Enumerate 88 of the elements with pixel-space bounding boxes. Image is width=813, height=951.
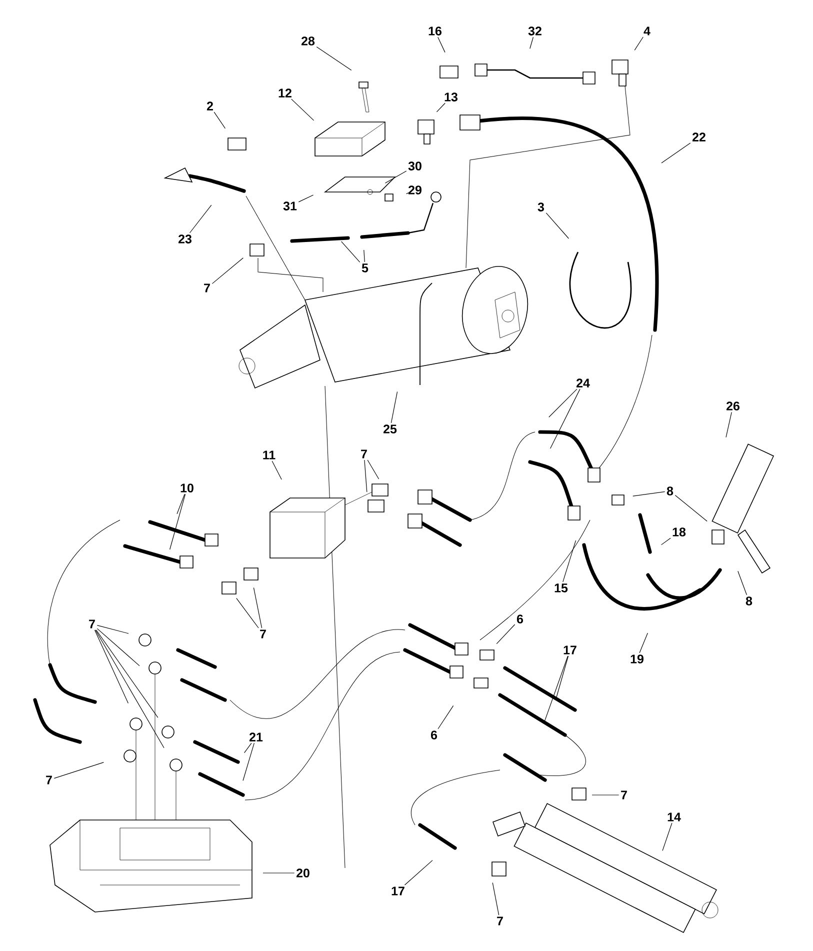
callout-number: 4 (644, 26, 650, 36)
leader-line (404, 860, 433, 886)
callout-number: 21 (249, 732, 263, 742)
leader-line (634, 36, 644, 50)
callout-number: 25 (383, 424, 397, 434)
callout-number: 29 (408, 186, 422, 194)
callout-number: 5 (362, 264, 368, 272)
leader-line (661, 142, 691, 164)
callout-number: 22 (692, 132, 706, 142)
callout-number: 17 (392, 886, 404, 896)
leader-line (54, 762, 104, 779)
callout-number: 30 (408, 162, 422, 170)
leader-line (726, 412, 732, 438)
callout-number: 7 (621, 790, 627, 800)
callout-number: 32 (528, 26, 542, 36)
callout-number: 19 (630, 654, 644, 664)
callout-number: 7 (46, 776, 52, 784)
leader-line (95, 630, 164, 748)
callout-number: 7 (497, 916, 503, 926)
leader-line (189, 204, 212, 234)
leader-line (364, 460, 368, 492)
leader-line (390, 391, 398, 424)
leader-line (272, 460, 282, 480)
leader-line (298, 194, 314, 202)
leader-line (236, 598, 259, 628)
leader-line (96, 625, 129, 634)
leader-line (438, 705, 454, 730)
leader-line (262, 872, 295, 874)
leader-line (562, 540, 576, 582)
leader-line (548, 388, 578, 418)
callout-number: 7 (361, 450, 367, 458)
leader-line (436, 102, 446, 112)
leader-line (543, 656, 568, 724)
leader-line (212, 258, 244, 284)
callout-number: 7 (89, 620, 95, 628)
callout-number: 20 (296, 868, 310, 878)
callout-number: 26 (726, 402, 740, 410)
leader-line (639, 632, 648, 654)
leader-line (96, 630, 158, 718)
callout-number: 10 (180, 484, 194, 492)
leader-line (550, 388, 580, 449)
callout-number: 8 (666, 486, 674, 496)
callout-number: 6 (516, 614, 524, 624)
leader-line (96, 628, 140, 666)
leader-line (546, 212, 569, 239)
leader-line (556, 656, 569, 700)
callout-number: 6 (430, 730, 438, 740)
leader-line (364, 250, 365, 262)
leader-line (170, 494, 186, 550)
callout-number: 16 (428, 26, 442, 36)
leader-line (592, 794, 620, 796)
leader-line (662, 822, 672, 851)
callout-number: 2 (206, 102, 213, 110)
callout-number: 28 (301, 36, 315, 46)
leader-line (367, 460, 380, 480)
callout-number: 13 (444, 92, 458, 102)
leader-line (406, 191, 412, 194)
callout-number: 14 (668, 812, 681, 822)
leader-line (291, 98, 314, 121)
leader-line (738, 570, 748, 596)
callout-number: 23 (178, 234, 192, 244)
leader-line (244, 742, 252, 754)
callout-number: 18 (672, 528, 686, 536)
callout-number: 24 (576, 378, 590, 388)
leader-line (492, 882, 500, 916)
callout-number: 11 (263, 450, 276, 460)
leader-line (384, 170, 407, 184)
callout-number: 7 (204, 284, 210, 292)
leader-line (316, 46, 352, 70)
callout-number: 17 (564, 646, 576, 654)
callout-number: 8 (746, 596, 752, 606)
callout-number: 7 (260, 630, 266, 638)
leader-line (176, 494, 185, 514)
callout-number: 31 (283, 202, 297, 210)
leader-line (253, 587, 262, 628)
leader-line (496, 624, 516, 644)
leader-line (214, 112, 226, 129)
leader-line (661, 538, 671, 546)
leader-line (530, 36, 534, 49)
callout-number: 3 (538, 202, 544, 212)
callout-number: 15 (554, 584, 568, 592)
leader-line (674, 494, 708, 522)
callout-number: 12 (278, 88, 292, 98)
leader-line (341, 241, 360, 262)
leader-line (438, 36, 446, 53)
leader-line (94, 630, 128, 704)
leader-line (242, 742, 254, 781)
leader-line (632, 491, 666, 496)
